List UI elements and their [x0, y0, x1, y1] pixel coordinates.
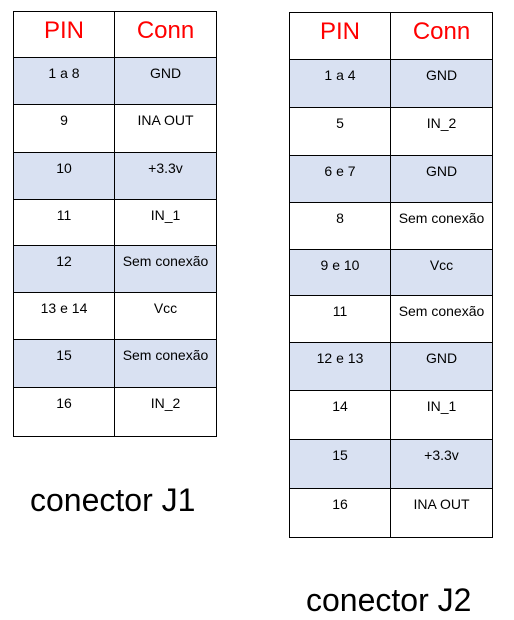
- table-row: 13 e 14 Vcc: [13, 292, 217, 340]
- connector-j2-caption: conector J2: [306, 582, 472, 618]
- table-row: 10 +3.3v: [13, 152, 217, 200]
- table-row: 16 INA OUT: [289, 488, 493, 538]
- connector-j1-caption: conector J1: [30, 482, 196, 518]
- conn-cell: GND: [390, 342, 493, 391]
- conn-cell: Sem conexão: [114, 339, 217, 388]
- pin-header: PIN: [13, 11, 115, 58]
- pin-cell: 15: [289, 439, 391, 489]
- conn-cell: IN_1: [390, 390, 493, 440]
- pin-cell: 5: [289, 107, 391, 156]
- connector-j1-table: PIN Conn 1 a 8 GND 9 INA OUT 10 +3.3v 11…: [13, 11, 217, 437]
- table-row: 1 a 8 GND: [13, 57, 217, 105]
- conn-cell: +3.3v: [390, 439, 493, 489]
- conn-cell: GND: [114, 57, 217, 105]
- conn-cell: IN_1: [114, 199, 217, 246]
- pin-cell: 8: [289, 202, 391, 250]
- table-row: 9 INA OUT: [13, 104, 217, 153]
- table-row: 5 IN_2: [289, 107, 493, 156]
- pin-cell: 1 a 8: [13, 57, 115, 105]
- table-row: 15 +3.3v: [289, 439, 493, 489]
- conn-header: Conn: [114, 11, 217, 58]
- conn-cell: INA OUT: [390, 488, 493, 538]
- conn-cell: Sem conexão: [390, 202, 493, 250]
- table-row: 16 IN_2: [13, 387, 217, 437]
- table-row: 15 Sem conexão: [13, 339, 217, 388]
- pin-cell: 10: [13, 152, 115, 200]
- conn-cell: Sem conexão: [114, 245, 217, 293]
- table-row: 14 IN_1: [289, 390, 493, 440]
- table-row: 6 e 7 GND: [289, 155, 493, 203]
- pin-cell: 15: [13, 339, 115, 388]
- table-row: 12 Sem conexão: [13, 245, 217, 293]
- conn-cell: Vcc: [114, 292, 217, 340]
- conn-cell: IN_2: [390, 107, 493, 156]
- conn-cell: GND: [390, 155, 493, 203]
- pin-cell: 9: [13, 104, 115, 153]
- pin-cell: 1 a 4: [289, 59, 391, 108]
- pin-cell: 13 e 14: [13, 292, 115, 340]
- pin-header: PIN: [289, 12, 391, 60]
- pin-cell: 11: [13, 199, 115, 246]
- pin-cell: 16: [13, 387, 115, 437]
- conn-cell: Sem conexão: [390, 295, 493, 343]
- conn-cell: Vcc: [390, 249, 493, 296]
- pin-cell: 12 e 13: [289, 342, 391, 391]
- table-row: 12 e 13 GND: [289, 342, 493, 391]
- table-header-row: PIN Conn: [289, 12, 493, 60]
- conn-cell: +3.3v: [114, 152, 217, 200]
- connector-j2-table: PIN Conn 1 a 4 GND 5 IN_2 6 e 7 GND 8 Se…: [289, 12, 493, 538]
- pin-cell: 14: [289, 390, 391, 440]
- table-row: 1 a 4 GND: [289, 59, 493, 108]
- pin-cell: 12: [13, 245, 115, 293]
- table-row: 9 e 10 Vcc: [289, 249, 493, 296]
- pin-cell: 6 e 7: [289, 155, 391, 203]
- table-row: 8 Sem conexão: [289, 202, 493, 250]
- conn-cell: INA OUT: [114, 104, 217, 153]
- table-header-row: PIN Conn: [13, 11, 217, 58]
- conn-cell: IN_2: [114, 387, 217, 437]
- table-row: 11 IN_1: [13, 199, 217, 246]
- conn-header: Conn: [390, 12, 493, 60]
- pin-cell: 11: [289, 295, 391, 343]
- pin-cell: 16: [289, 488, 391, 538]
- pin-cell: 9 e 10: [289, 249, 391, 296]
- table-row: 11 Sem conexão: [289, 295, 493, 343]
- conn-cell: GND: [390, 59, 493, 108]
